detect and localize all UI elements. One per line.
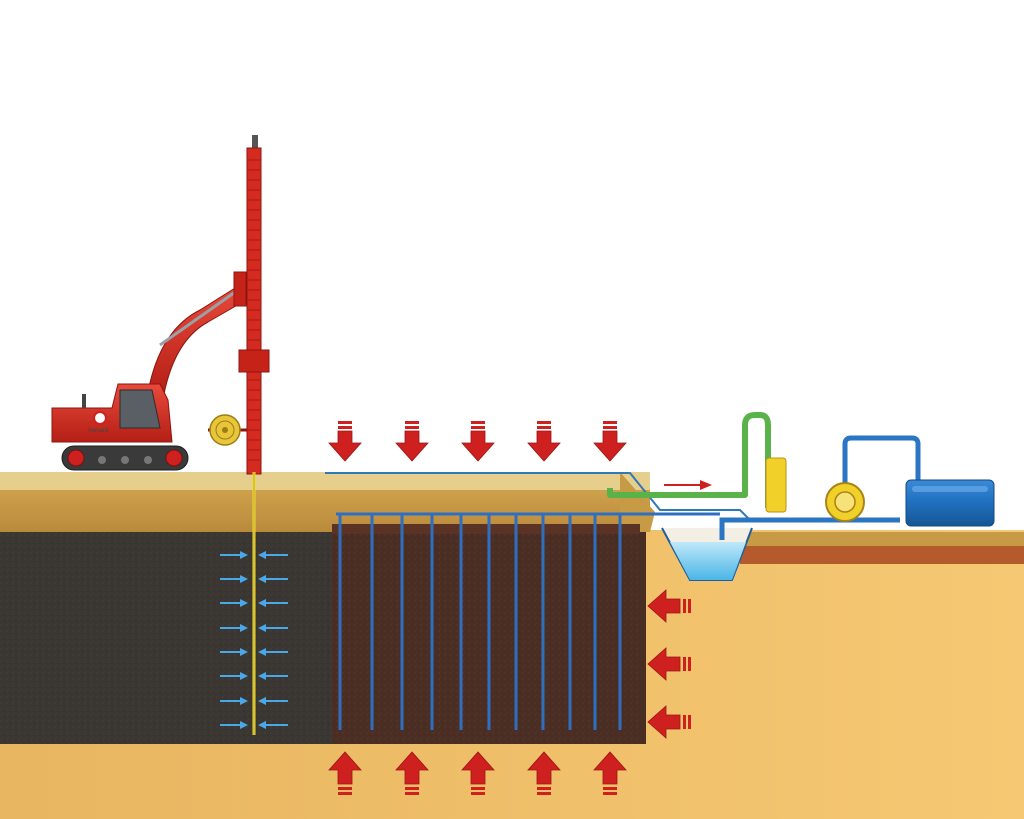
soft-soil-untreated [0, 532, 332, 744]
arrow-down-icon [527, 420, 561, 462]
surface-membrane-line [325, 472, 751, 521]
tank-highlight [912, 486, 988, 492]
drain-reel-hub [222, 427, 228, 433]
double-arrow-icon [220, 721, 288, 729]
double-arrow-icon [220, 648, 288, 656]
pump-pipework [607, 412, 995, 540]
double-arrow-icon [220, 624, 288, 632]
trench-water [670, 542, 746, 580]
double-arrow-icon [220, 575, 288, 583]
mast-bracket [238, 349, 270, 373]
boom-pivot-block [233, 271, 247, 307]
arrow-down-icon [395, 420, 429, 462]
double-arrow-icon [220, 599, 288, 607]
double-arrow-icon [220, 697, 288, 705]
lateral-pressure-arrows [647, 589, 692, 739]
excavation-wall [640, 532, 646, 744]
blue-loop-pipe [842, 435, 921, 486]
arrow-down-icon [593, 420, 627, 462]
green-suction-pipe [607, 412, 771, 508]
soft-soil-treated [332, 532, 640, 744]
right-ground-dark-strip [740, 546, 1024, 564]
arrow-right-icon [664, 480, 712, 490]
brand-label: menard [88, 428, 108, 434]
rig-mast [246, 147, 262, 475]
vacuum-pump-hub [834, 491, 856, 513]
separator-vessel [765, 457, 787, 513]
atmospheric-load-arrows [328, 420, 627, 462]
hydraulic-cylinder [159, 288, 239, 347]
arrow-down-icon [461, 420, 495, 462]
exhaust-stack [82, 394, 86, 408]
vertical-drains [338, 514, 622, 730]
track-wheels [67, 449, 183, 467]
topsoil-strip [0, 472, 650, 490]
drain-reel-inner [215, 420, 235, 440]
brand-logo [93, 411, 107, 425]
collection-trench [661, 527, 753, 581]
drilling-rig: menard [51, 135, 270, 735]
arrow-down-icon [328, 420, 362, 462]
treated-zone-top-band [332, 524, 640, 534]
embankment-slope [620, 472, 655, 532]
boom-arm [147, 284, 247, 395]
ground-layers [0, 472, 1024, 819]
cab-window [119, 389, 161, 429]
double-arrow-icon [220, 551, 288, 559]
right-ground-strip [740, 532, 1024, 546]
double-arrow-icon [220, 672, 288, 680]
mast-top-cap [252, 135, 258, 149]
water-inflow-arrows [220, 551, 288, 729]
